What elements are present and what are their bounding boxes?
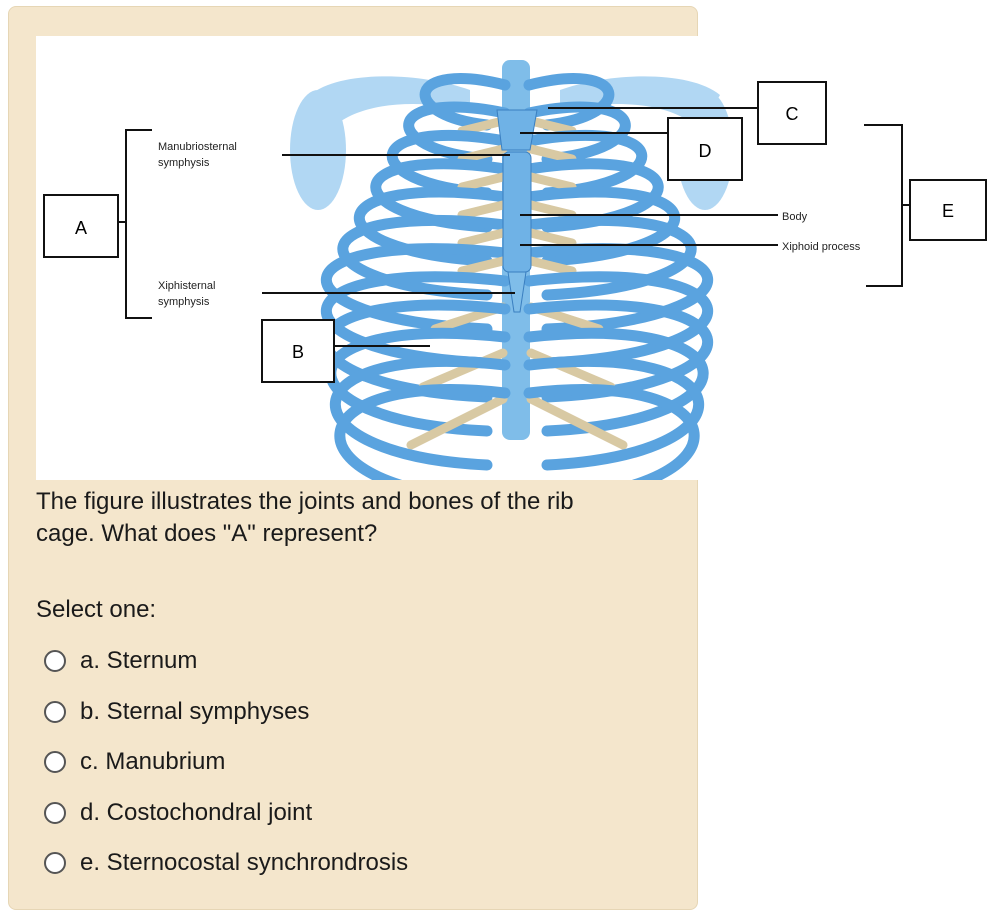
costal-cartilage-right-10 [526, 394, 628, 450]
costal-cartilage-left-10 [406, 394, 508, 450]
label-box-a: A [43, 194, 119, 258]
label-b-text: B [292, 342, 304, 362]
question-line-2: cage. What does "A" represent? [36, 520, 378, 547]
rib-right-12 [523, 384, 700, 480]
bracket-e [864, 124, 910, 287]
manubriosternal-label-1: Manubriosternal [158, 141, 237, 153]
answer-options: a. Sternum b. Sternal symphyses c. Manub… [44, 636, 408, 889]
select-one-label: Select one: [36, 596, 157, 623]
rib-left-2 [403, 101, 511, 165]
costal-cartilage-left-4 [457, 172, 508, 192]
radio-button-a[interactable] [44, 650, 66, 673]
costal-cartilage-left-2 [457, 116, 508, 136]
question-text: The figure illustrates the joints and bo… [36, 486, 676, 550]
radio-button-b[interactable] [44, 700, 66, 723]
option-d[interactable]: d. Costochondral joint [44, 788, 408, 839]
rib-right-6 [523, 214, 697, 301]
label-d-text: D [699, 141, 712, 161]
option-a[interactable]: a. Sternum [44, 636, 408, 687]
costal-cartilage-right-4 [526, 172, 577, 192]
option-d-label: d. Costochondral joint [80, 798, 313, 826]
option-a-label: a. Sternum [80, 647, 198, 675]
option-b[interactable]: b. Sternal symphyses [44, 687, 408, 738]
label-box-c: C [757, 81, 827, 145]
rib-cage-figure: A B C D E Manubriosternal symphysis Xiph… [43, 60, 987, 480]
radio-button-d[interactable] [44, 801, 66, 824]
bracket-a [118, 129, 152, 319]
costal-cartilage-left-5 [457, 200, 508, 220]
xiphoid-process-label: Xiphoid process [782, 241, 861, 253]
radio-button-c[interactable] [44, 751, 66, 774]
costal-cartilage-left-7 [457, 256, 508, 276]
rib-right-10 [523, 327, 709, 437]
rib-left-8 [321, 271, 511, 369]
sternum [496, 109, 538, 313]
rib-right-1 [523, 73, 615, 131]
costal-cartilage-left-6 [457, 228, 508, 248]
radio-button-e[interactable] [44, 852, 66, 875]
rib-right-8 [523, 271, 713, 369]
rib-left-12 [334, 384, 511, 480]
label-box-d: D [667, 117, 743, 181]
label-box-e: E [909, 179, 987, 241]
manubriosternal-label-2: symphysis [158, 157, 210, 169]
question-line-1: The figure illustrates the joints and bo… [36, 488, 574, 515]
label-box-b: B [261, 319, 335, 383]
costal-cartilage-right-3 [526, 144, 577, 164]
body-label: Body [782, 211, 808, 223]
costal-cartilage-right-7 [526, 256, 577, 276]
rib-left-6 [337, 214, 511, 301]
label-e-text: E [942, 201, 954, 221]
leader-lines [262, 107, 778, 347]
rib-right-7 [523, 243, 713, 335]
option-e[interactable]: e. Sternocostal synchrondrosis [44, 838, 408, 889]
xiphisternal-label-1: Xiphisternal [158, 280, 215, 292]
label-a-text: A [75, 218, 87, 238]
rib-left-11 [330, 356, 511, 471]
rib-left-3 [386, 129, 511, 199]
costal-cartilage-right-2 [526, 116, 577, 136]
option-e-label: e. Sternocostal synchrondrosis [80, 849, 409, 877]
rib-right-11 [523, 356, 704, 471]
rib-left-1 [419, 73, 511, 131]
costal-cartilage-right-5 [526, 200, 577, 220]
option-b-label: b. Sternal symphyses [80, 697, 310, 725]
label-c-text: C [786, 104, 799, 124]
option-c[interactable]: c. Manubrium [44, 737, 408, 788]
costal-cartilage-right-6 [526, 228, 577, 248]
rib-left-7 [321, 243, 511, 335]
option-c-label: c. Manubrium [80, 748, 226, 776]
xiphisternal-label-2: symphysis [158, 296, 210, 308]
rib-right-3 [523, 129, 648, 199]
